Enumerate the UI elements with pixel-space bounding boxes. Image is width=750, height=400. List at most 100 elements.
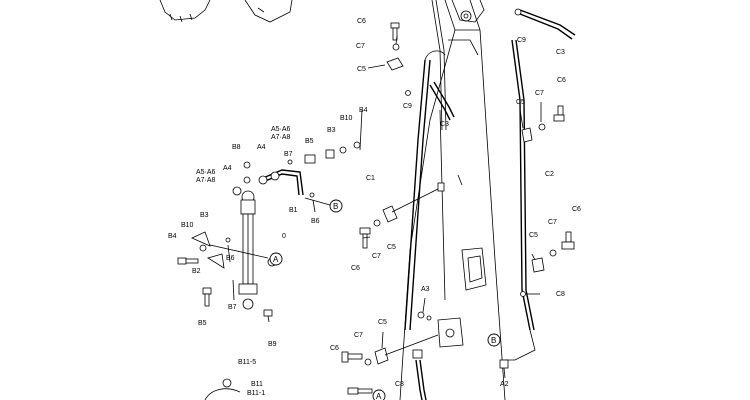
washer-c7-top <box>392 43 400 51</box>
label-b11-1: B11-1 <box>247 390 265 397</box>
fitting-b6-left <box>225 237 231 243</box>
fitting-a3 <box>417 311 425 319</box>
fitting-b7-top <box>287 159 293 165</box>
svg-text:A: A <box>376 392 382 400</box>
label-c9-left: C9 <box>403 103 412 110</box>
clamp-c5-mid <box>382 205 398 223</box>
part-labels: C6 C7 C5 C9 C3 C9 C3 B4 B10 B3 B5 A5·A6 … <box>168 18 581 397</box>
washer-c7-right-mid <box>549 249 557 257</box>
bolt-bottom-left <box>347 387 373 395</box>
clamp-c5-low <box>374 347 389 365</box>
callout-b-mid: B <box>329 199 343 213</box>
label-c8-low: C8 <box>395 381 404 388</box>
fitting-a5-a8 <box>270 171 280 181</box>
label-b7-top: B7 <box>284 151 293 158</box>
fitting-c8-right <box>520 291 526 297</box>
label-c1: C1 <box>366 175 375 182</box>
fitting-b10-left <box>199 244 207 252</box>
fitting-c9-top <box>514 8 522 16</box>
label-c8-right: C8 <box>556 291 565 298</box>
label-b1: B1 <box>289 207 298 214</box>
label-b10-left: B10 <box>181 222 194 229</box>
label-b4-top: B4 <box>359 107 368 114</box>
label-b4-left: B4 <box>168 233 177 240</box>
svg-text:B: B <box>333 202 338 211</box>
label-c7-low: C7 <box>354 332 363 339</box>
hose-b1 <box>262 169 304 196</box>
label-c7-top: C7 <box>356 43 365 50</box>
clamp-c5-top <box>386 57 404 71</box>
bolt-c6-right-top <box>553 105 565 122</box>
label-b5-top: B5 <box>305 138 314 145</box>
label-c5-top: C5 <box>357 66 366 73</box>
label-c5-r2: C5 <box>529 232 538 239</box>
callout-a-mid: A <box>269 252 283 266</box>
label-a5a6-left: A5·A6 <box>196 169 216 176</box>
clamp-b2 <box>207 253 225 269</box>
label-a4-top: A4 <box>257 144 266 151</box>
tooth-adapter-fragment <box>244 0 293 23</box>
label-c6-top: C6 <box>357 18 366 25</box>
label-c6-mid: C6 <box>351 265 360 272</box>
label-zero: 0 <box>282 233 286 240</box>
bolt-b9 <box>263 309 273 323</box>
bucket-teeth-fragment <box>159 0 211 23</box>
label-b11: B11 <box>251 381 263 388</box>
pipe-arm-left <box>431 0 447 131</box>
fitting-a4-left <box>243 176 251 184</box>
label-b6-mid: B6 <box>311 218 320 225</box>
label-a7a8-top: A7·A8 <box>271 134 291 141</box>
fitting-b4-top <box>353 141 361 149</box>
pipe-c1 <box>404 50 446 331</box>
bolt-c6-right-mid <box>561 231 575 250</box>
bolt-c6-low <box>341 351 363 363</box>
bolt-c6-top <box>390 22 400 41</box>
clamp-b5-top <box>304 154 316 164</box>
label-c2: C2 <box>545 171 554 178</box>
label-b7-low: B7 <box>228 304 237 311</box>
label-b3-top: B3 <box>327 127 336 134</box>
clamp-c5-right-mid <box>531 257 545 273</box>
pipe-c3-top <box>514 8 576 40</box>
label-c7-mid: C7 <box>372 253 381 260</box>
fitting-a3-small <box>426 315 432 321</box>
label-a5a6-top: A5·A6 <box>271 126 291 133</box>
label-c3-right: C3 <box>556 49 565 56</box>
label-b5-low: B5 <box>198 320 207 327</box>
fitting-b10-top <box>339 146 347 154</box>
label-a7a8-left: A7·A8 <box>196 177 216 184</box>
label-a4-left: A4 <box>223 165 232 172</box>
fitting-b8 <box>243 161 251 169</box>
fitting-a2 <box>499 359 509 379</box>
pipe-c2 <box>505 39 536 361</box>
callout-b-low: B <box>487 333 501 347</box>
svg-text:A: A <box>273 255 279 264</box>
fitting-a5-a8-left <box>232 186 242 196</box>
label-b8: B8 <box>232 144 241 151</box>
label-c5-low: C5 <box>378 319 387 326</box>
washer-c7-mid <box>373 219 381 227</box>
fitting-b11 <box>204 378 241 400</box>
label-b10-top: B10 <box>340 115 353 122</box>
label-a2: A2 <box>500 381 509 388</box>
bolt-c6-mid <box>359 227 371 249</box>
fitting-a4 <box>258 175 268 185</box>
washer-c7-right-top <box>538 123 546 131</box>
fitting-b6-mid <box>309 192 315 198</box>
label-c6-r2: C6 <box>572 206 581 213</box>
label-c7-r1: C7 <box>535 90 544 97</box>
washer-c7-low <box>364 358 372 366</box>
label-b6-left: B6 <box>226 255 235 262</box>
label-b3-left: B3 <box>200 212 209 219</box>
callout-a-low: A <box>372 389 386 400</box>
label-c6-low: C6 <box>330 345 339 352</box>
label-b9: B9 <box>268 341 277 348</box>
fitting-c9-left <box>405 90 411 96</box>
clamp-b3-top <box>325 149 335 159</box>
label-b2: B2 <box>192 268 201 275</box>
label-c5-mid: C5 <box>387 244 396 251</box>
bolt-b5-low <box>202 287 212 307</box>
clamp-b3-left <box>191 231 211 247</box>
